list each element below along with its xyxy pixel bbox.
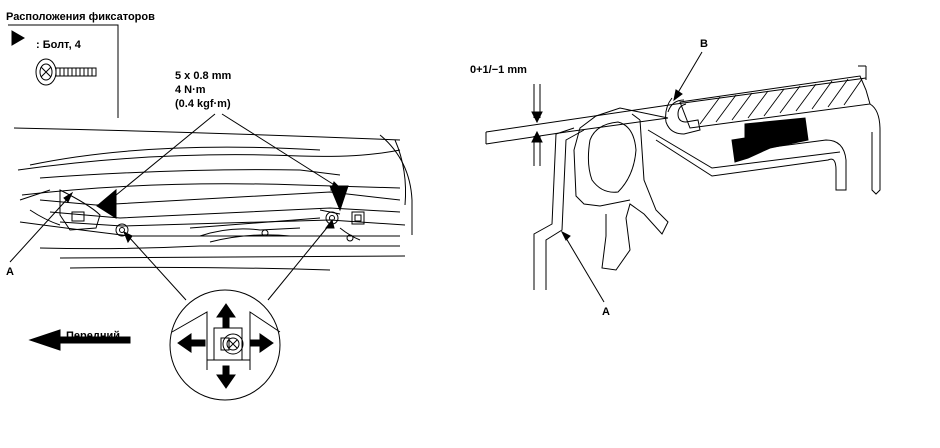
- bolt-marker-icon: [11, 30, 25, 46]
- bolt-marker-right-icon: [329, 185, 349, 212]
- detail-circle: [169, 289, 281, 401]
- front-arrow-icon: [28, 329, 131, 351]
- spec-torque: 4 N·m: [175, 84, 206, 96]
- clearance-dimension: 0+1/−1 mm: [470, 64, 527, 76]
- arrow-up-icon: [216, 303, 236, 329]
- spec-size: 5 x 0.8 mm: [175, 70, 232, 82]
- legend-bolt-label: : Болт, 4: [36, 39, 81, 51]
- label-a-left: A: [6, 266, 14, 278]
- arrow-right-icon: [249, 333, 274, 353]
- label-b: B: [700, 38, 708, 50]
- left-assembly: [9, 113, 413, 301]
- retainer-block: [731, 117, 809, 163]
- arrow-left-icon: [177, 333, 206, 353]
- arrow-down-icon: [216, 365, 236, 389]
- front-label: Передний: [66, 330, 121, 342]
- clip-bolt-left: [115, 223, 129, 237]
- legend-box: [8, 24, 119, 118]
- cross-section: [485, 51, 881, 303]
- page-title: Расположения фиксаторов: [6, 11, 155, 23]
- roof-hatch: [699, 78, 863, 125]
- label-a-right: A: [602, 306, 610, 318]
- bolt-icon: [35, 58, 97, 86]
- spec-torque-kgf: (0.4 kgf·m): [175, 98, 231, 110]
- detail-bolt-icon: [222, 333, 244, 355]
